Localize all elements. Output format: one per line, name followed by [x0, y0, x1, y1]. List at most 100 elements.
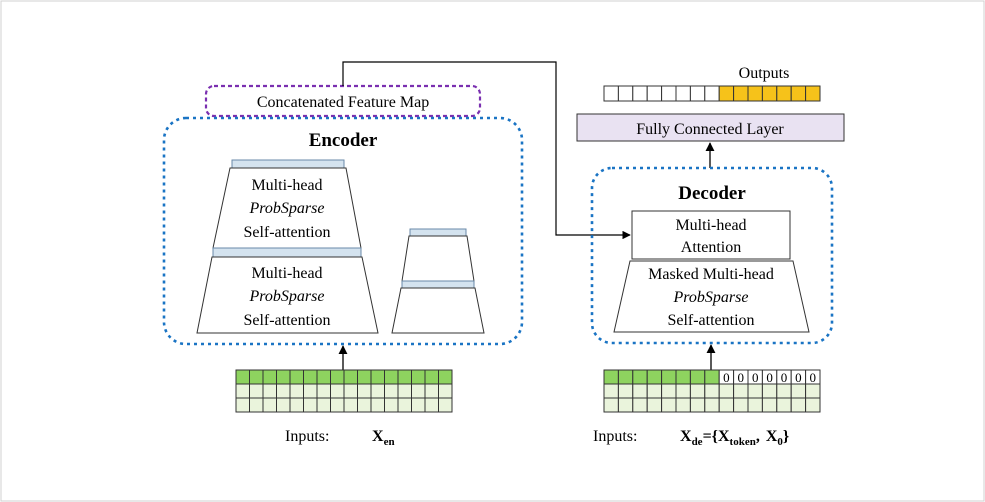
output-prediction-cell [790, 85, 807, 102]
decoder-attention-line-2: Attention [681, 239, 741, 256]
encoder-top-band [231, 159, 345, 169]
decoder-input-cell [603, 383, 619, 399]
decoder-input-text: Inputs: [593, 428, 637, 445]
decoder-input-cell [704, 397, 720, 413]
outputs-label: Outputs [739, 65, 790, 82]
encoder-input-text: Inputs: [285, 428, 329, 445]
decoder-sub: de [692, 436, 703, 448]
encoder-input-cell [316, 369, 331, 385]
encoder-input-cell [411, 397, 426, 413]
decoder-input-cell [733, 397, 749, 413]
decoder-eq: ={ [703, 428, 718, 445]
formula-close: } [783, 428, 789, 445]
decoder-input-cell [646, 397, 663, 413]
small-top-band [409, 228, 467, 237]
decoder-input-cell [747, 383, 763, 399]
decoder-box [590, 166, 834, 345]
encoder-input-cell [330, 383, 345, 399]
encoder-input-cell [357, 383, 372, 399]
decoder-input-cell [805, 383, 821, 399]
encoder-input-cell [343, 383, 358, 399]
decoder-masked-line-3: Self-attention [667, 312, 754, 329]
decoder-attention-block [631, 210, 791, 260]
concat-feature-map-label: Concatenated Feature Map [257, 94, 429, 111]
decoder-token-cell [603, 369, 619, 385]
encoder-input-cell [303, 383, 318, 399]
encoder-input-var: X [372, 428, 384, 445]
output-prediction-cell [761, 85, 778, 102]
encoder-input-cell [397, 369, 412, 385]
decoder-token-cell [617, 369, 634, 385]
concat-to-decoder-arrow [342, 61, 631, 240]
decoder-var: X [680, 428, 692, 445]
decoder-input-cell [761, 383, 778, 399]
encoder-input-cell [316, 397, 331, 413]
zero-placeholder-value: 0 [795, 370, 802, 385]
decoder-token-cell [689, 369, 706, 385]
output-cell [675, 85, 691, 102]
decoder-input-label: Inputs: [593, 428, 637, 445]
encoder-input-cell [438, 397, 453, 413]
decoder-title: Decoder [678, 183, 746, 204]
encoder-block-2 [196, 256, 379, 334]
decoder-input-cell [718, 383, 735, 399]
encoder-input-cell [397, 383, 412, 399]
encoder-input-cell [384, 369, 399, 385]
encoder-input-cell [235, 369, 250, 385]
encoder-input-cell [343, 397, 358, 413]
decoder-input-cell [603, 397, 619, 413]
encoder-input-cell [316, 383, 331, 399]
encoder-input-grid [235, 369, 453, 413]
decoder-input-cell [632, 397, 648, 413]
zero-placeholder-value: 0 [766, 370, 773, 385]
zero-placeholder-value: 0 [752, 370, 759, 385]
decoder-input-cell [776, 383, 792, 399]
decoder-input-cell [747, 397, 763, 413]
decoder-token-cell [675, 369, 691, 385]
encoder-attention-stack-large: Multi-head ProbSparse Self-attention Mul… [196, 159, 379, 334]
output-prediction-cell [805, 85, 821, 102]
decoder-input-cell [805, 397, 821, 413]
encoder-input-cell [249, 383, 264, 399]
decoder-token-cell [704, 369, 720, 385]
fully-connected-label: Fully Connected Layer [636, 121, 784, 138]
encoder-input-cell [262, 397, 277, 413]
decoder-attention-line-1: Multi-head [675, 217, 746, 234]
encoder-input-cell [411, 383, 426, 399]
decoder-masked-block [613, 260, 810, 333]
decoder-input-cell [718, 397, 735, 413]
zero-placeholder-value: 0 [738, 370, 745, 385]
encoder-input-cell [330, 397, 345, 413]
encoder-input-cell [303, 369, 318, 385]
encoder-input-cell [424, 369, 439, 385]
decoder-input-cell [646, 383, 663, 399]
decoder-input-cell [790, 383, 807, 399]
encoder-input-cell [384, 383, 399, 399]
encoder-block-1-line-1: Multi-head [251, 177, 322, 194]
decoder-input-cell [675, 397, 691, 413]
output-prediction-cell [718, 85, 735, 102]
fully-connected-layer [576, 113, 845, 142]
encoder-input-variable: Xen [372, 428, 395, 448]
encoder-input-cell [438, 383, 453, 399]
zero-var: X [766, 428, 778, 445]
encoder-input-cell [438, 369, 453, 385]
encoder-input-cell [276, 397, 291, 413]
output-cell [603, 85, 619, 102]
output-cell [617, 85, 634, 102]
decoder-input-cell [661, 397, 677, 413]
decoder-input-cell [776, 397, 792, 413]
encoder-input-cell [357, 369, 372, 385]
encoder-input-cell [289, 397, 304, 413]
encoder-input-cell [289, 383, 304, 399]
encoder-input-cell [370, 383, 385, 399]
decoder-input-cell [661, 383, 677, 399]
decoder-input-cell [632, 383, 648, 399]
decoder-input-cell [733, 383, 749, 399]
encoder-input-cell [262, 369, 277, 385]
encoder-input-cell [262, 383, 277, 399]
encoder-input-cell [249, 369, 264, 385]
decoder-masked-line-1: Masked Multi-head [648, 266, 774, 283]
encoder-block-2-line-3: Self-attention [243, 312, 330, 329]
